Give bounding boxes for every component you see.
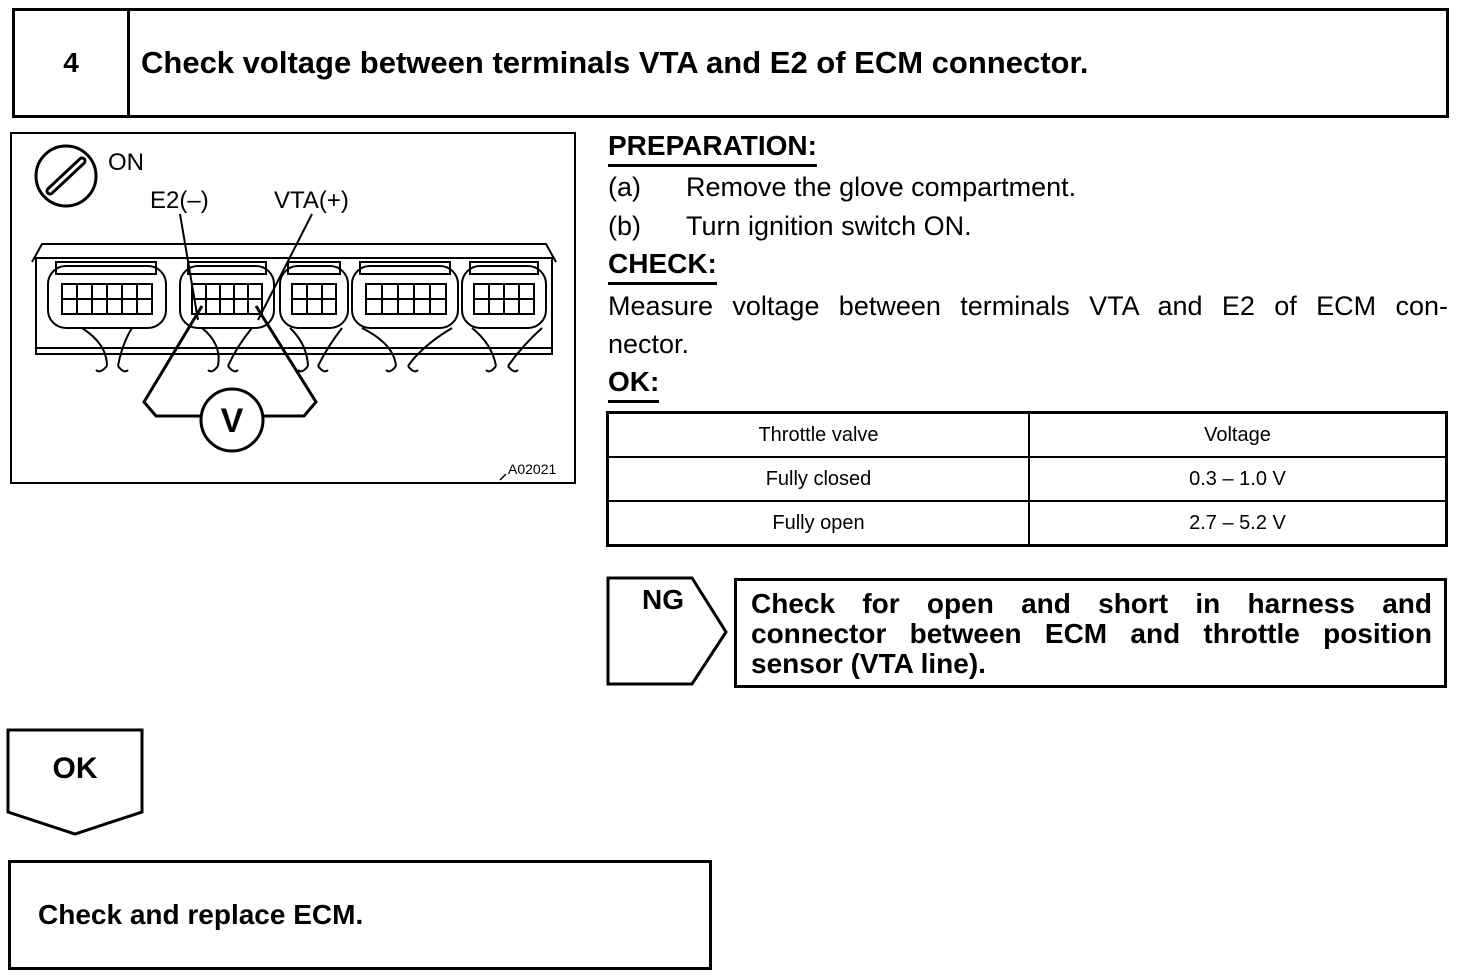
svg-text:V: V — [221, 402, 244, 440]
table-row: Fully open 2.7 – 5.2 V — [606, 500, 1448, 547]
ok-spec-section: OK: — [608, 366, 660, 403]
table-row: Fully closed 0.3 – 1.0 V — [606, 456, 1448, 502]
step-title: Check voltage between terminals VTA and … — [141, 45, 1089, 80]
ok-label: OK — [52, 752, 98, 785]
figure-code: A02021 — [508, 461, 556, 477]
table-cell: 0.3 – 1.0 V — [1028, 456, 1448, 502]
step-number: 4 — [15, 11, 130, 115]
ecm-connector-figure: ON E2(–) VTA(+) — [10, 132, 576, 484]
ecm-connector-diagram: ON E2(–) VTA(+) — [31, 144, 557, 481]
table-header-cell: Throttle valve — [606, 411, 1030, 458]
check-instruction: Measure voltage between terminals VTA an… — [608, 287, 1448, 363]
ok-action-box: Check and replace ECM. — [8, 860, 712, 970]
preparation-step-text: Turn ignition switch ON. — [686, 211, 972, 241]
preparation-section: PREPARATION: — [608, 130, 817, 167]
check-heading: CHECK: — [608, 248, 717, 285]
table-cell: Fully closed — [606, 456, 1030, 502]
ignition-on-label: ON — [108, 149, 144, 176]
terminal-leader-lines — [179, 213, 313, 321]
preparation-step-text: Remove the glove compartment. — [686, 172, 1077, 202]
table-cell: 2.7 – 5.2 V — [1028, 500, 1448, 547]
preparation-step-a: (a) Remove the glove compartment. — [608, 171, 1076, 203]
step-header: 4 Check voltage between terminals VTA an… — [12, 8, 1449, 118]
preparation-step-b: (b) Turn ignition switch ON. — [608, 210, 972, 242]
ok-spec-heading: OK: — [608, 366, 660, 403]
check-instruction-line: Measure voltage between terminals VTA an… — [608, 291, 1448, 321]
check-instruction-line: nector. — [608, 329, 690, 359]
preparation-step-label: (b) — [608, 211, 641, 241]
ng-label: NG — [642, 584, 684, 615]
preparation-heading: PREPARATION: — [608, 130, 817, 167]
connector-blocks — [47, 261, 547, 329]
ignition-switch-icon — [34, 144, 98, 208]
table-cell: Fully open — [606, 500, 1030, 547]
preparation-step-label: (a) — [608, 172, 641, 202]
ng-action-box: Check for open and short in harness and … — [734, 578, 1447, 688]
check-section: CHECK: — [608, 248, 717, 285]
table-header-cell: Voltage — [1028, 411, 1448, 458]
voltmeter-icon: V — [199, 387, 265, 453]
ng-arrow-shape — [606, 576, 728, 686]
ok-arrow-shape — [6, 728, 144, 836]
vta-terminal-label: VTA(+) — [274, 187, 349, 214]
voltage-spec-table: Throttle valve Voltage Fully closed 0.3 … — [606, 411, 1448, 547]
wire-harness — [81, 327, 543, 373]
voltmeter-probes — [142, 305, 318, 418]
e2-terminal-label: E2(–) — [150, 187, 209, 214]
table-header-row: Throttle valve Voltage — [606, 411, 1448, 458]
